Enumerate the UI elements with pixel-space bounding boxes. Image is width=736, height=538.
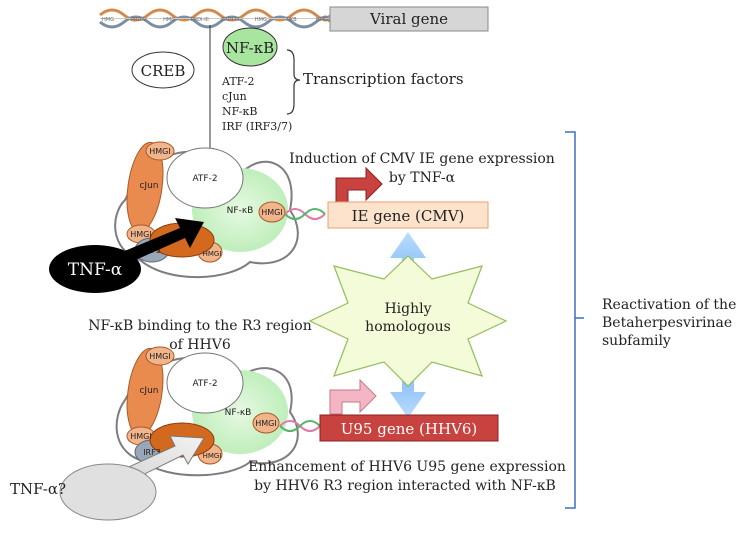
dna-site-labels: HMG PRDIV HMG PRDI-III PRDI-III HMG NKB HMG (102, 17, 328, 23)
tnf-bottom-ellipse (59, 463, 157, 521)
dna-site-label: HMG (255, 17, 267, 23)
hmgi-bottom-label-2: HMGI (130, 432, 151, 441)
hmgi-top-label-2: HMGI (130, 230, 151, 239)
nfkb-binding-line1: NF-κB binding to the R3 region (88, 318, 312, 334)
creb-label: CREB (141, 62, 186, 80)
irf3-bottom-label: IRF3 (143, 448, 161, 457)
nfkb-binding-line2: of HHV6 (169, 337, 231, 353)
creb-ellipse (131, 51, 195, 89)
cjun-bottom-label: cJun (139, 386, 158, 396)
hmgi-bottom-label-4: HMGI (203, 452, 222, 460)
bottom-helix (279, 420, 321, 432)
ie-gene-box (327, 201, 489, 229)
dna-site-label: PRDIV (131, 17, 147, 23)
nfkb-bottom-blob-label: NF-κB (225, 408, 252, 418)
transcription-factors-label: Transcription factors (303, 70, 464, 88)
nfkb-top-blob-label: NF-κB (227, 206, 254, 216)
tnf-top-ellipse (49, 245, 141, 293)
bottom-protein-complex: HMGI HMGI HMGI HMGI cJun ATF-2 IRF3 NF-κ… (115, 346, 299, 477)
u95-gene-box (319, 414, 499, 442)
hmgi-bottom-3 (252, 412, 280, 434)
atf2-bottom-label: ATF-2 (192, 379, 217, 389)
induction-text-line2: by TNF-α (389, 170, 456, 186)
highly-homologous-star (308, 255, 508, 387)
viral-gene-box (329, 6, 489, 32)
tnf-bottom-label: TNF-α? (10, 480, 66, 498)
hmgi-top-3 (258, 201, 286, 223)
atf2-top-label: ATF-2 (192, 174, 217, 184)
highly-homologous-line1: Highly (384, 301, 431, 317)
enhancement-text-line1: Enhancement of HHV6 U95 gene expression (248, 459, 566, 475)
top-dna-strand (99, 8, 332, 29)
u95-promoter-arrow (329, 378, 377, 415)
u95-gene-label: U95 gene (HHV6) (341, 420, 478, 438)
factor-atf2: ATF-2 (221, 75, 255, 88)
atf2-bottom-shape (166, 352, 244, 414)
factors-brace (286, 49, 301, 115)
hmgi-top-label-4: HMGI (203, 250, 222, 258)
factor-nfkb: NF-κB (222, 105, 257, 118)
dna-site-label: PRDI-III (191, 17, 209, 23)
hmgi-top-label-3: HMGI (261, 208, 282, 217)
cjun-top-label: cJun (139, 181, 158, 191)
enhancement-text-line2: by HHV6 R3 region interacted with NF-κB (254, 478, 556, 494)
hmgi-top-label-1: HMGI (149, 147, 170, 156)
hmgi-bottom-1 (145, 346, 175, 366)
factor-cjun: cJun (222, 90, 247, 103)
hmgi-bottom-label-1: HMGI (149, 352, 170, 361)
dna-site-label: HMG (163, 17, 175, 23)
factor-irf: IRF (IRF3/7) (222, 120, 292, 133)
induction-text-line1: Induction of CMV IE gene expression (289, 151, 555, 167)
hmgi-bottom-label-3: HMGI (255, 419, 276, 428)
reactivation-line1: Reactivation of the (602, 297, 736, 313)
ie-promoter-arrow (335, 166, 383, 203)
nfkb-top-ellipse (222, 27, 278, 67)
tnf-top-label: TNF-α (68, 260, 123, 280)
viral-gene-label: Viral gene (369, 10, 448, 28)
dna-site-label: PRDI-III (221, 17, 239, 23)
dna-site-label: HMG (102, 17, 114, 23)
reactivation-bracket (565, 131, 584, 509)
highly-homologous-line2: homologous (365, 319, 451, 335)
dna-site-label: NKB (286, 17, 297, 23)
nfkb-top-label: NF-κB (226, 39, 274, 57)
dna-site-label: HMG (316, 17, 328, 23)
ie-gene-label: IE gene (CMV) (352, 207, 465, 225)
reactivation-line2: Betaherpesvirinae (602, 315, 732, 331)
reactivation-line3: subfamily (602, 333, 671, 349)
hmgi-top-1 (145, 141, 175, 161)
top-helix (284, 208, 326, 220)
atf2-top-shape (166, 147, 244, 209)
